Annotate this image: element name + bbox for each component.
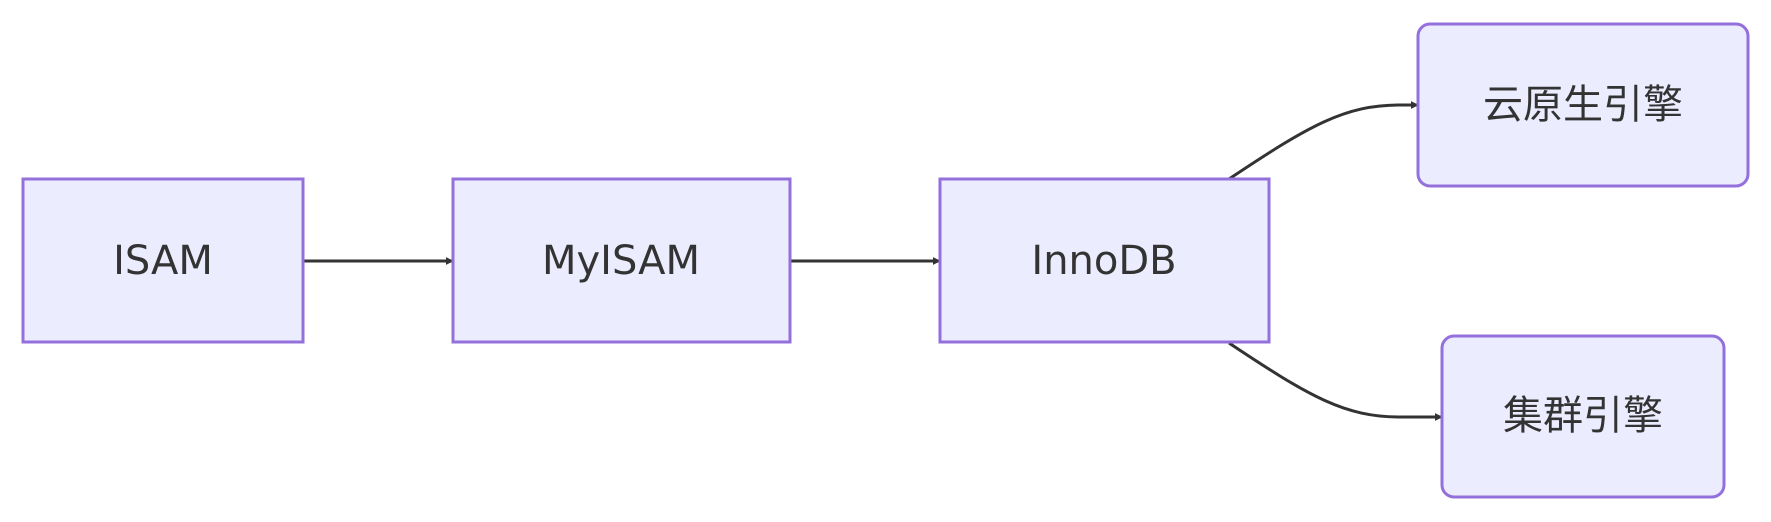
node-isam-label: ISAM bbox=[113, 238, 213, 284]
node-cloud-native-engine[interactable]: 云原生引擎 bbox=[1416, 22, 1750, 188]
node-cluster-engine[interactable]: 集群引擎 bbox=[1440, 334, 1726, 499]
edge-innodb-to-cluster-engine bbox=[1228, 341, 1443, 421]
node-isam-box bbox=[21, 177, 305, 344]
edges bbox=[303, 101, 1443, 421]
node-cluster-engine-box bbox=[1440, 334, 1726, 499]
node-cluster-engine-label: 集群引擎 bbox=[1503, 393, 1663, 439]
node-myisam[interactable]: MyISAM bbox=[451, 177, 792, 344]
node-myisam-box bbox=[451, 177, 792, 344]
node-myisam-label: MyISAM bbox=[542, 238, 700, 284]
node-innodb[interactable]: InnoDB bbox=[938, 177, 1271, 344]
edge-innodb-to-cloud-engine bbox=[1228, 101, 1419, 181]
node-isam[interactable]: ISAM bbox=[21, 177, 305, 344]
node-cloud-native-engine-label: 云原生引擎 bbox=[1483, 82, 1683, 128]
node-innodb-box bbox=[938, 177, 1271, 344]
node-innodb-label: InnoDB bbox=[1031, 238, 1176, 284]
node-cloud-native-engine-box bbox=[1416, 22, 1750, 188]
